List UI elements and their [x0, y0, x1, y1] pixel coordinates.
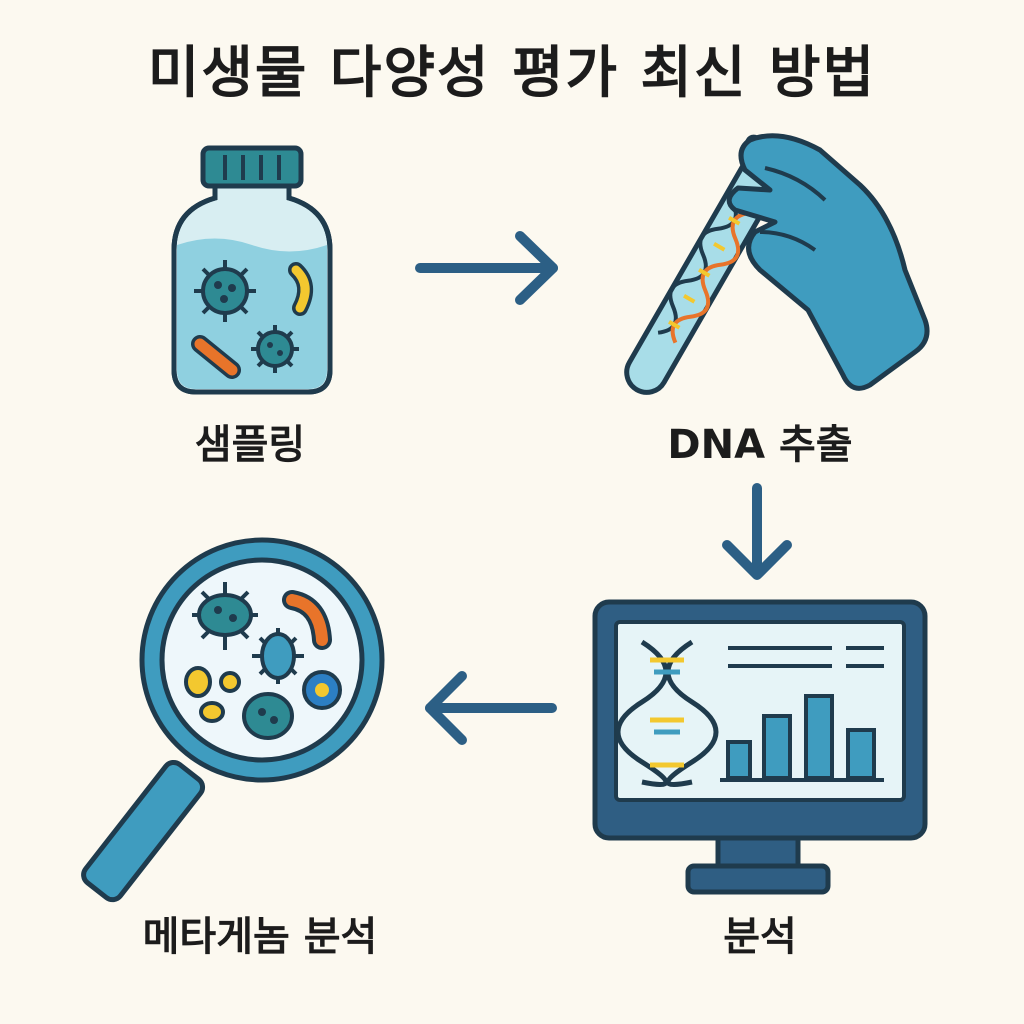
- page-title: 미생물 다양성 평가 최신 방법: [147, 41, 877, 106]
- microbe-icon: [192, 582, 258, 650]
- step-label-analysis: 분석: [723, 914, 797, 960]
- text-lines: [728, 646, 884, 668]
- step-label-metagenome: 메타게놈 분석: [142, 914, 378, 960]
- step-label-dna-extraction: DNA 추출: [667, 422, 853, 468]
- microbe-icon: [251, 325, 299, 373]
- sample-jar-icon: [171, 145, 333, 395]
- bar-chart-icon: [720, 694, 884, 782]
- dna-icon: [615, 639, 719, 787]
- microbe-icon: [194, 260, 256, 322]
- monitor-icon: [592, 599, 928, 895]
- glove-hand-icon: [726, 133, 930, 391]
- arrow-left-icon: [425, 671, 557, 745]
- dna-icon: [657, 202, 751, 344]
- arrow-down-icon: [722, 483, 792, 580]
- microbe-icon: [252, 628, 304, 684]
- magnifier-icon: [81, 537, 385, 903]
- arrow-right-icon: [415, 231, 558, 305]
- step-label-sampling: 샘플링: [194, 422, 306, 468]
